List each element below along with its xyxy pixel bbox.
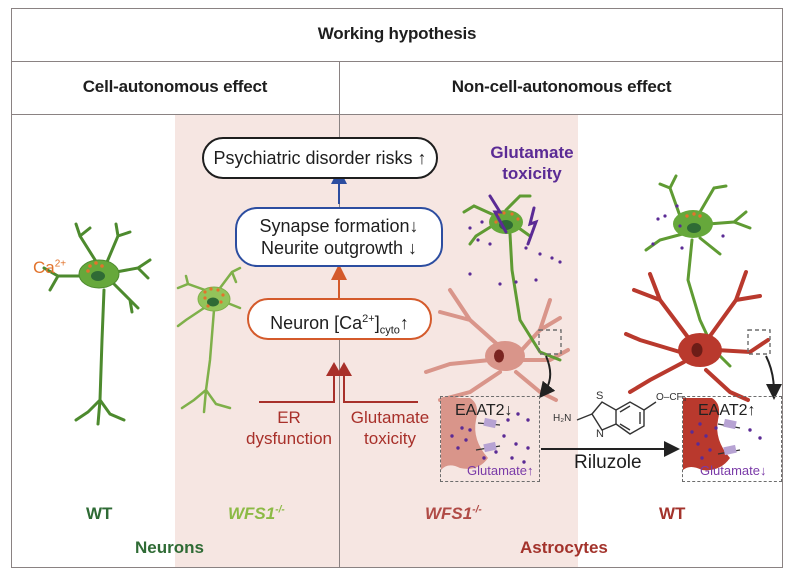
astrocyte-wt-label: WT xyxy=(659,504,686,523)
gene-name: WFS1 xyxy=(425,504,473,523)
wfs1-knockout-neuron xyxy=(176,266,242,414)
riluzole-nitrogen-label: N xyxy=(596,428,604,440)
synapse-closeup-wt xyxy=(683,398,762,471)
glutamate-toxicity-title-line1: Glutamate xyxy=(490,143,574,162)
calcium-charge: 2+ xyxy=(54,258,67,270)
neuron-wt-label: WT xyxy=(86,504,113,523)
knockout-superscript: -/- xyxy=(275,504,285,516)
riluzole-structure xyxy=(576,401,657,435)
increase-arrow-icon: ↑ xyxy=(526,463,534,478)
diagram-title: Working hypothesis xyxy=(317,24,477,43)
calcium-symbol: Ca xyxy=(33,258,55,277)
gene-name: WFS1 xyxy=(228,504,276,523)
closeup-frame-wfs1 xyxy=(440,396,540,482)
glutamate-toxicity-cause-label: Glutamate toxicity xyxy=(340,407,440,449)
decrease-arrow-icon: ↓ xyxy=(409,216,419,236)
neuron-calcium-text: Neuron [Ca2+]cyto xyxy=(270,313,400,337)
calcium-label: Ca2+ xyxy=(33,258,66,278)
wt-neuron xyxy=(42,222,152,426)
decrease-arrow-icon: ↓ xyxy=(408,238,418,258)
riluzole-sulfur-label: S xyxy=(596,390,604,402)
neuron-wfs1-ko-label: WFS1-/- xyxy=(228,504,285,524)
glutamate-toxicity-title-line2: toxicity xyxy=(502,164,562,183)
zoom-region-wfs1 xyxy=(538,329,562,355)
zoom-region-wt xyxy=(747,329,771,355)
glutamate-text: Glutamate xyxy=(700,463,760,478)
non-cell-autonomous-header: Non-cell-autonomous effect xyxy=(451,77,672,96)
synapse-neurite-box: Synapse formation↓ Neurite outgrowth ↓ xyxy=(235,207,443,267)
astrocyte-wfs1-ko-label: WFS1-/- xyxy=(425,504,482,524)
wt-neuron-right xyxy=(644,174,752,368)
neurons-group-label: Neurons xyxy=(135,538,204,557)
riluzole-amine-label: H₂N xyxy=(553,413,572,424)
glutamate-toxicity-line1: Glutamate xyxy=(350,408,430,427)
er-dysfunction-label: ER dysfunction xyxy=(240,407,338,449)
glutamate-toxicity-neuron xyxy=(462,194,562,362)
glutamate-toxicity-arrow xyxy=(336,362,418,403)
glutamate-label-wfs1: Glutamate↑ xyxy=(467,463,533,478)
er-dysfunction-arrow xyxy=(259,362,342,403)
neuron-calcium-box: Neuron [Ca2+]cyto↑ xyxy=(247,298,432,340)
decrease-arrow-icon: ↓ xyxy=(504,402,513,419)
glutamate-label-wt: Glutamate↓ xyxy=(700,463,766,478)
title-divider xyxy=(11,61,783,62)
calcium-bracket: ] xyxy=(374,313,380,333)
knockout-superscript: -/- xyxy=(472,504,482,516)
er-dysfunction-line2: dysfunction xyxy=(246,429,332,448)
er-dysfunction-line1: ER xyxy=(277,408,301,427)
cell-autonomous-header: Cell-autonomous effect xyxy=(82,77,268,96)
calcium-prefix: Neuron [Ca xyxy=(270,313,363,333)
calcium-charge: 2+ xyxy=(362,313,375,325)
glutamate-toxicity-line2: toxicity xyxy=(364,429,416,448)
closeup-frame-wt xyxy=(682,396,782,482)
column-header-divider xyxy=(11,114,783,115)
synapse-formation-text: Synapse formation xyxy=(259,216,410,236)
synapse-closeup-wfs1 xyxy=(441,398,530,470)
cytosolic-subscript: cyto xyxy=(379,324,400,337)
increase-arrow-icon: ↑ xyxy=(417,148,427,168)
zoom-arrow-wfs1 xyxy=(539,355,556,399)
riluzole-label: Riluzole xyxy=(574,452,642,473)
eaat2-text: EAAT2 xyxy=(455,402,505,419)
glutamate-text: Glutamate xyxy=(467,463,527,478)
psychiatric-risk-box: Psychiatric disorder risks ↑ xyxy=(202,137,438,179)
astrocytes-group-label: Astrocytes xyxy=(520,538,608,557)
increase-arrow-icon: ↑ xyxy=(399,313,409,333)
neurite-outgrowth-text: Neurite outgrowth xyxy=(260,238,404,258)
eaat2-label-wfs1: EAAT2↓ xyxy=(455,402,513,420)
glutamate-toxicity-title: Glutamate toxicity xyxy=(472,142,592,184)
increase-arrow-icon: ↑ xyxy=(747,402,756,419)
riluzole-trifluoromethoxy-label: O–CF₃ xyxy=(656,392,687,403)
eaat2-text: EAAT2 xyxy=(698,402,748,419)
decrease-arrow-icon: ↓ xyxy=(759,463,767,478)
wfs1-knockout-background xyxy=(175,115,578,567)
wt-astrocyte xyxy=(624,270,770,402)
zoom-arrow-wt xyxy=(765,355,782,400)
eaat2-label-wt: EAAT2↑ xyxy=(698,402,756,420)
wfs1-knockout-astrocyte xyxy=(424,288,570,402)
psychiatric-risk-text: Psychiatric disorder risks xyxy=(213,148,413,168)
diagram-frame xyxy=(11,8,783,568)
